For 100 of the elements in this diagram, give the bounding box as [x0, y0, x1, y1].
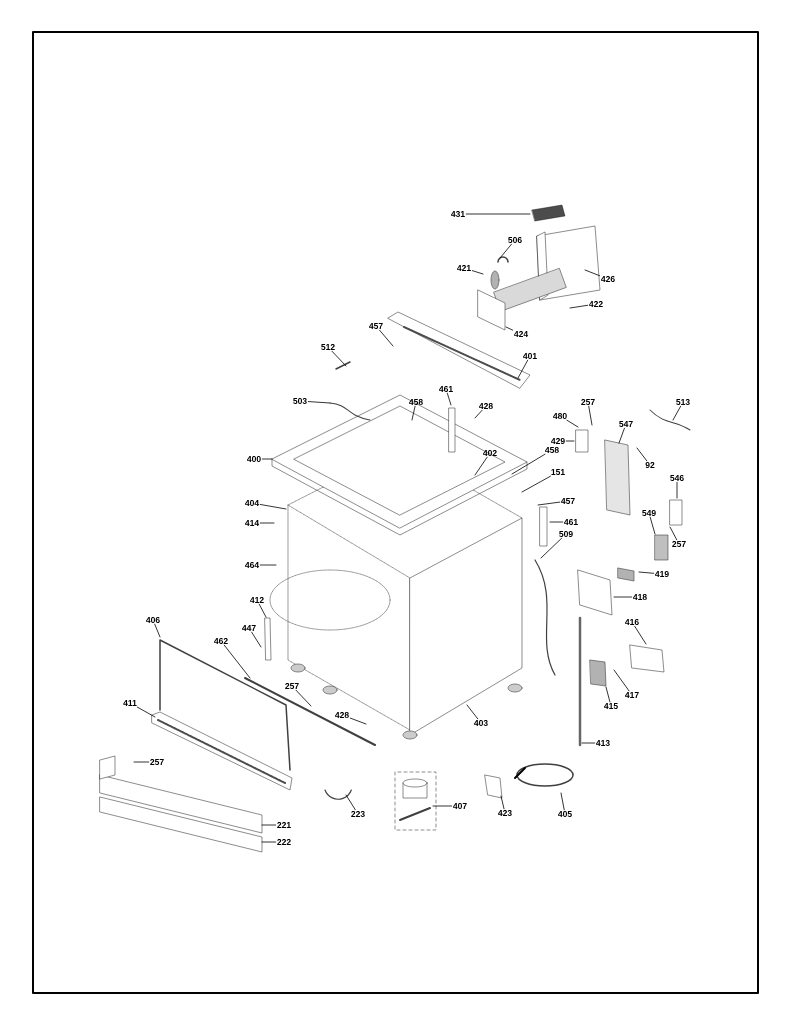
callout-number: 423 — [498, 810, 512, 816]
leader-line — [649, 516, 656, 535]
leader-line — [549, 521, 564, 523]
callout-number: 422 — [589, 301, 603, 307]
callout-number: 151 — [551, 469, 565, 475]
callout-number: 413 — [596, 740, 610, 746]
callout-number: 257 — [285, 683, 299, 689]
leader-line — [295, 689, 312, 707]
leader-line — [566, 419, 579, 428]
leader-line — [261, 824, 277, 826]
leader-line — [471, 270, 484, 275]
callout-number: 549 — [642, 510, 656, 516]
leader-line — [154, 623, 161, 638]
callout-number: 418 — [633, 594, 647, 600]
callout-number: 458 — [545, 447, 559, 453]
callout-number: 464 — [245, 562, 260, 568]
callout-number: 411 — [123, 700, 137, 706]
callout-number: 458 — [409, 399, 423, 405]
callout-number: 416 — [625, 619, 639, 625]
callout-number: 506 — [508, 237, 522, 243]
callout-number: 503 — [293, 398, 307, 404]
leader-line — [133, 761, 150, 763]
leader-line — [466, 704, 479, 720]
callout-number: 428 — [479, 403, 493, 409]
callout-number: 457 — [369, 323, 383, 329]
callout-number: 512 — [321, 344, 335, 350]
leader-line — [560, 792, 565, 811]
callout-number: 461 — [564, 519, 578, 525]
leader-line — [669, 526, 678, 541]
callout-number: 461 — [439, 386, 453, 392]
leader-line — [613, 596, 633, 598]
leader-line — [259, 504, 287, 510]
callout-number: 417 — [625, 692, 639, 698]
leader-line — [584, 269, 601, 277]
leader-line — [672, 405, 682, 421]
leader-line — [379, 329, 394, 347]
callout-number: 257 — [581, 399, 595, 405]
leader-line — [349, 717, 367, 725]
callout-number: 447 — [242, 625, 256, 631]
leader-line — [446, 392, 452, 406]
callout-number: 421 — [457, 265, 471, 271]
callout-number: 92 — [645, 462, 655, 468]
callout-number: 412 — [250, 597, 264, 603]
leader-line — [613, 669, 630, 692]
callout-number: 402 — [483, 450, 497, 456]
leader-line — [345, 794, 356, 811]
leader-line — [259, 564, 277, 566]
leader-line — [540, 537, 562, 559]
callout-number: 426 — [601, 276, 615, 282]
callout-number: 407 — [453, 803, 467, 809]
leader-line — [474, 409, 483, 419]
leader-line — [511, 453, 546, 475]
callout-number: 480 — [553, 413, 567, 419]
callout-number: 404 — [245, 500, 260, 506]
callout-number: 222 — [277, 839, 291, 845]
leader-line — [465, 213, 531, 215]
callout-number: 401 — [523, 353, 537, 359]
leader-line — [136, 706, 156, 718]
leader-line — [517, 359, 529, 379]
callout-number: 547 — [619, 421, 633, 427]
leader-line — [565, 440, 575, 442]
callout-number: 223 — [351, 811, 365, 817]
leader-line — [261, 458, 273, 460]
callout-number: 415 — [604, 703, 618, 709]
callout-number: 509 — [559, 531, 573, 537]
callout-number: 424 — [514, 331, 529, 337]
callout-number: 257 — [150, 759, 164, 765]
callout-number: 221 — [277, 822, 291, 828]
leader-line — [500, 795, 505, 810]
leader-line — [223, 644, 251, 679]
leader-line — [331, 350, 347, 367]
leader-line — [411, 405, 416, 421]
leader-line — [634, 625, 647, 645]
callout-number: 414 — [245, 520, 260, 526]
leader-line — [505, 326, 514, 331]
leader-line — [569, 304, 589, 309]
leader-line — [261, 841, 277, 843]
callout-number: 403 — [474, 720, 488, 726]
callout-number: 462 — [214, 638, 228, 644]
leader-line — [521, 475, 551, 493]
leader-line — [258, 603, 267, 618]
callout-number: 546 — [670, 475, 684, 481]
callout-number: 419 — [655, 571, 669, 577]
callout-number: 406 — [146, 617, 160, 623]
callout-number: 428 — [335, 712, 349, 718]
leader-line — [499, 243, 512, 259]
leader-line — [638, 571, 655, 574]
leader-line — [581, 742, 596, 744]
callout-number: 431 — [451, 211, 465, 217]
leader-line — [259, 522, 275, 524]
leader-line — [618, 427, 625, 444]
callout-number: 513 — [676, 399, 690, 405]
leader-line — [537, 501, 561, 506]
callout-number: 429 — [551, 438, 565, 444]
leader-line — [307, 401, 331, 404]
leader-line — [676, 481, 678, 499]
leader-line — [251, 631, 262, 648]
leader-line — [474, 456, 488, 476]
leader-line — [605, 686, 611, 703]
leader-line — [636, 447, 648, 462]
